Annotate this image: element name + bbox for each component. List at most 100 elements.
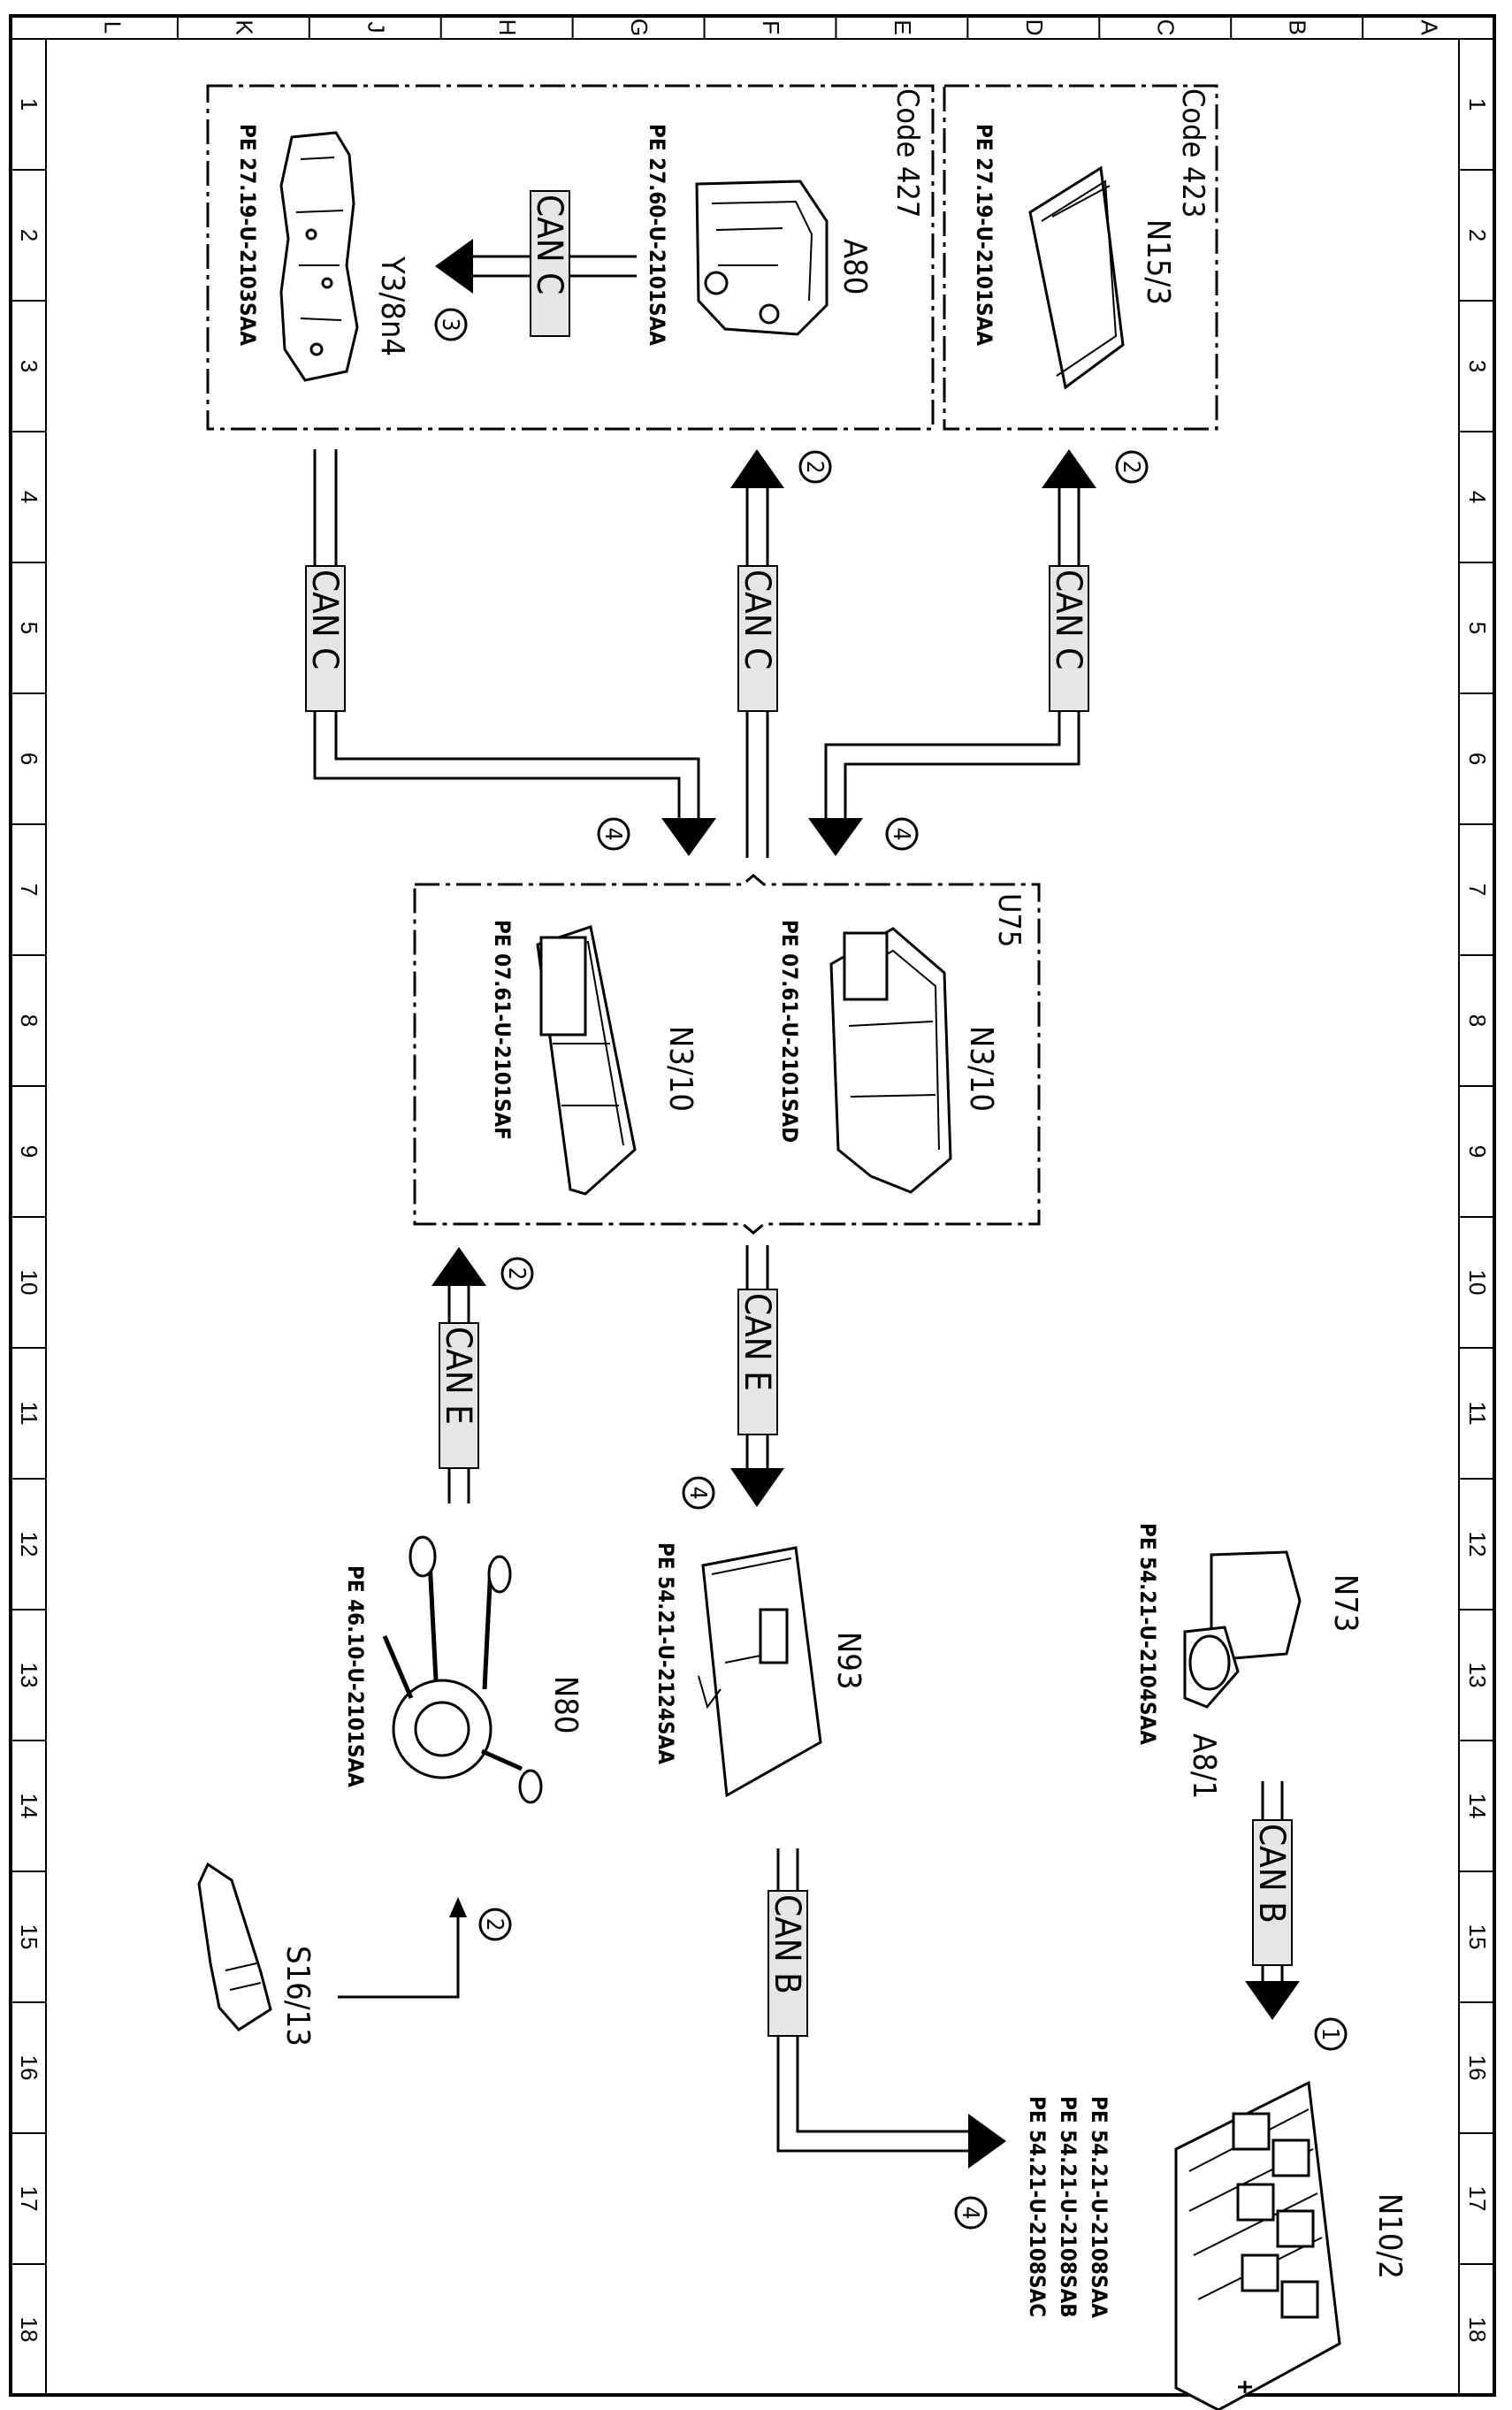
column-label-k: K	[231, 19, 257, 35]
row-label-4-left: 4	[16, 491, 42, 503]
row-label-3-left: 3	[16, 360, 42, 372]
group-label-code423: Code 423	[1175, 88, 1210, 218]
column-label-e: E	[890, 19, 916, 34]
n80-illustration	[382, 1535, 543, 1804]
arrow-to-n93	[730, 1468, 784, 1507]
row-label-18-right: 18	[1464, 2317, 1491, 2343]
callout-u75-left-text: 4	[599, 828, 626, 841]
bus-label-can-c-mid: CAN C	[737, 570, 777, 669]
row-label-1-right: 1	[1464, 98, 1491, 111]
bus-label-can-c-right: CAN C	[1048, 570, 1088, 669]
ref-n10-2-3: PE 54.21-U-2108SAC	[1025, 2096, 1050, 2317]
row-label-2-left: 2	[16, 229, 42, 241]
row-label-5-right: 5	[1464, 622, 1491, 634]
callout-n10-bottom: 4	[954, 2196, 988, 2230]
row-label-11-left: 11	[16, 1402, 42, 1426]
label-a80: A80	[836, 239, 873, 295]
bus-label-can-c-left: CAN C	[304, 570, 345, 669]
row-label-6-left: 6	[16, 753, 42, 765]
row-label-10-right: 10	[1464, 1270, 1491, 1296]
arrow-to-code427	[730, 449, 784, 488]
row-label-8-left: 8	[16, 1014, 42, 1027]
column-label-b: B	[1285, 19, 1311, 34]
column-label-j: J	[363, 22, 389, 34]
group-box-code427	[206, 84, 935, 431]
column-label-c: C	[1153, 19, 1180, 36]
n15-3-illustration	[1028, 165, 1125, 390]
n10-2-illustration	[1174, 2080, 1341, 2410]
bus-label-can-e-right: CAN E	[737, 1293, 777, 1391]
label-n80: N80	[547, 1676, 584, 1733]
bus-tag-can-c-right: CAN C	[1048, 565, 1089, 712]
ref-n93: PE 54.21-U-2124SAA	[653, 1542, 678, 1764]
row-label-5-left: 5	[16, 622, 42, 634]
ref-n3-10-bottom: PE 07.61-U-2101SAF	[490, 920, 515, 1140]
row-label-7-right: 7	[1464, 884, 1491, 896]
callout-y3-text: 3	[437, 318, 463, 332]
callout-u75-right: 4	[885, 817, 919, 851]
callout-n15: 2	[1115, 450, 1149, 484]
row-label-17-left: 17	[16, 2186, 42, 2212]
arrow-to-u75-bottom	[431, 1247, 486, 1286]
row-label-13-right: 13	[1464, 1663, 1491, 1688]
row-label-15-right: 15	[1464, 1924, 1491, 1950]
callout-s16: 2	[478, 1908, 512, 1941]
group-box-code423	[943, 84, 1218, 431]
a80-illustration	[695, 180, 829, 336]
ref-n73: PE 54.21-U-2104SAA	[1135, 1523, 1160, 1745]
column-label-f: F	[758, 20, 784, 34]
row-label-14-right: 14	[1464, 1794, 1491, 1819]
label-n15-3: N15/3	[1140, 219, 1176, 305]
ref-n10-2-1: PE 54.21-U-2108SAA	[1087, 2096, 1111, 2318]
grid-ticks	[11, 16, 1494, 2265]
row-label-1-left: 1	[16, 98, 42, 111]
bus-tag-can-e-left: CAN E	[438, 1322, 479, 1469]
callout-n15-text: 2	[1118, 461, 1144, 474]
callout-s16-text: 2	[481, 1918, 508, 1932]
bus-label-can-c-a80-y3: CAN C	[529, 195, 569, 295]
callout-a80: 2	[798, 450, 832, 484]
label-a8-1: A8/1	[1186, 1733, 1222, 1799]
sheet-mark	[1238, 2381, 1252, 2393]
row-label-10-left: 10	[16, 1270, 42, 1296]
ref-n10-2-2: PE 54.21-U-2108SAB	[1056, 2096, 1081, 2318]
callout-y3: 3	[434, 308, 468, 341]
n73-illustration	[1183, 1550, 1302, 1709]
row-label-12-right: 12	[1464, 1532, 1491, 1557]
callout-n3-can-e-text: 2	[503, 1267, 530, 1281]
n93-illustration	[698, 1546, 822, 1798]
arrow-to-n10-top	[1245, 1981, 1300, 2020]
group-label-code427: Code 427	[890, 88, 925, 218]
column-label-h: H	[494, 19, 521, 36]
callout-n10-top: 1	[1314, 2017, 1348, 2051]
row-label-2-right: 2	[1464, 229, 1491, 241]
group-label-u75: U75	[991, 893, 1027, 947]
bus-label-can-b-right: CAN B	[1251, 1824, 1292, 1924]
arrow-to-u75-left	[661, 818, 716, 856]
n3-10-top-illustration	[829, 927, 952, 1194]
row-label-4-right: 4	[1464, 491, 1491, 503]
label-n10-2: N10/2	[1371, 2193, 1408, 2279]
label-n3-10-top: N3/10	[963, 1026, 999, 1112]
column-label-a: A	[1417, 19, 1443, 35]
arrow-to-code423	[1042, 449, 1096, 488]
arrow-to-n80	[449, 1897, 467, 1917]
label-n73: N73	[1327, 1574, 1363, 1632]
conductor-s16-n80	[338, 1917, 460, 1999]
s16-13-illustration	[197, 1862, 272, 2031]
ref-y3-8n4: PE 27.19-U-2103SAA	[235, 124, 260, 346]
bus-label-can-b-mid: CAN B	[767, 1894, 807, 1994]
row-label-6-right: 6	[1464, 753, 1491, 765]
row-label-18-left: 18	[16, 2317, 42, 2343]
callout-u75-left: 4	[597, 817, 630, 851]
callout-u75-right-text: 4	[888, 828, 914, 841]
ref-n15-3: PE 27.19-U-2101SAA	[972, 124, 997, 346]
arrow-to-n10-bottom	[968, 2114, 1006, 2169]
row-label-8-right: 8	[1464, 1014, 1491, 1027]
bus-tag-can-b-right: CAN B	[1251, 1819, 1293, 1966]
label-n3-10-bottom: N3/10	[662, 1026, 699, 1112]
callout-n93: 4	[682, 1476, 715, 1510]
callout-n10-top-text: 1	[1317, 2028, 1343, 2041]
